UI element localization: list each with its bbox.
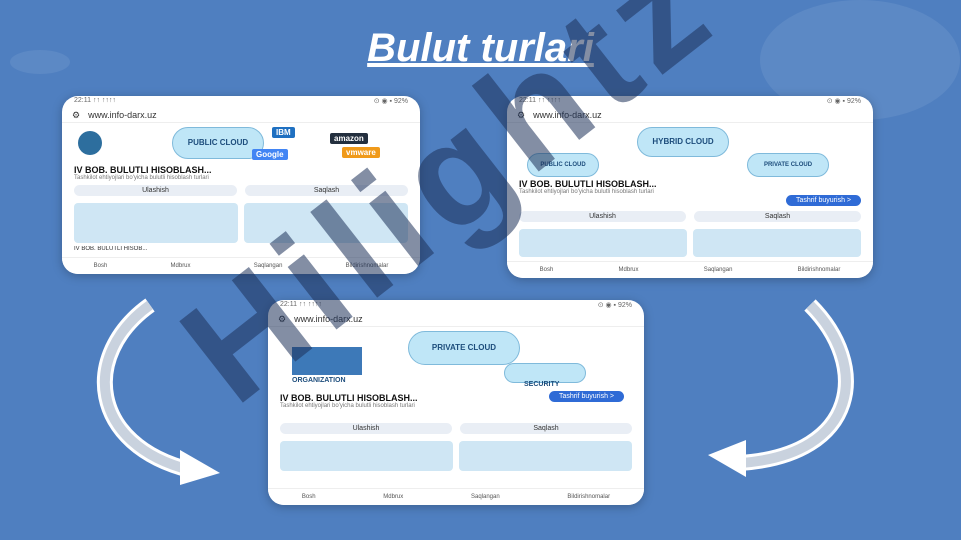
nav-home[interactable]: Bosh [93, 263, 108, 269]
post-description: Tashkilot ehtiyojlari bo'yicha bulutli h… [519, 189, 654, 195]
banner-image: HYBRID CLOUD PUBLIC CLOUD PRIVATE CLOUD [507, 123, 873, 177]
banner-image: PRIVATE CLOUD ORGANIZATION SECURITY [268, 327, 644, 391]
tune-icon: ⚙ [278, 313, 287, 324]
status-bar: 22:11 ↑↑ ↑↑↑↑ ⊙ ◉ ▪ 92% [507, 96, 873, 108]
nav-saved[interactable]: Saqlangan [471, 494, 500, 500]
cloud-label: HYBRID CLOUD [652, 136, 714, 146]
logo-google: Google [252, 149, 288, 160]
private-cloud-graphic: PRIVATE CLOUD [408, 331, 520, 365]
nav-home[interactable]: Bosh [539, 267, 554, 273]
bg-blob [10, 50, 70, 74]
left-curved-arrow-icon [96, 298, 220, 485]
thumbnail-row [62, 200, 420, 246]
nav-notifications[interactable]: Bildirishnomalar [567, 494, 611, 500]
security-cloud-graphic [504, 363, 586, 383]
logo-ibm: IBM [272, 127, 295, 138]
bottom-nav: Bosh Mdbrux Saqlangan Bildirishnomalar [268, 488, 644, 505]
url-bar: ⚙ www.info-darx.uz [507, 108, 873, 123]
org-label: ORGANIZATION [292, 377, 346, 384]
url-text: www.info-darx.uz [88, 110, 157, 120]
thumbnail[interactable] [74, 203, 238, 243]
nav-explore[interactable]: Mdbrux [170, 263, 191, 269]
status-bar: 22:11 ↑↑ ↑↑↑↑ ⊙ ◉ ▪ 92% [268, 300, 644, 312]
url-text: www.info-darx.uz [294, 314, 363, 324]
thumbnail-row [507, 226, 873, 260]
screenshot-public-cloud: 22:11 ↑↑ ↑↑↑↑ ⊙ ◉ ▪ 92% ⚙ www.info-darx.… [62, 96, 420, 274]
globe-icon [78, 131, 102, 155]
cloud-label: PRIVATE CLOUD [763, 161, 813, 168]
share-button[interactable]: Ulashish [280, 423, 452, 434]
thumbnail[interactable] [519, 229, 687, 257]
cloud-label: PUBLIC CLOUD [540, 161, 586, 168]
screenshot-private-cloud: 22:11 ↑↑ ↑↑↑↑ ⊙ ◉ ▪ 92% ⚙ www.info-darx.… [268, 300, 644, 505]
nav-notifications[interactable]: Bildirishnomalar [797, 267, 841, 273]
bottom-nav: Bosh Mdbrux Saqlangan Bildirishnomalar [507, 261, 873, 278]
status-right: ⊙ ◉ ▪ 92% [373, 98, 408, 105]
post-heading: IV BOB. BULUTLI HISOBLASH... [74, 165, 212, 175]
share-button[interactable]: Ulashish [74, 185, 237, 196]
visit-button[interactable]: Tashrif buyurish > [785, 195, 861, 206]
thumbnail[interactable] [459, 441, 632, 471]
public-cloud-graphic: PUBLIC CLOUD [527, 153, 599, 177]
thumbnail-row [268, 438, 644, 474]
nav-explore[interactable]: Mdbrux [618, 267, 639, 273]
status-left: 22:11 ↑↑ ↑↑↑↑ [519, 97, 561, 104]
thumbnail[interactable] [693, 229, 861, 257]
thumbnail[interactable] [280, 441, 453, 471]
status-bar: 22:11 ↑↑ ↑↑↑↑ ⊙ ◉ ▪ 92% [62, 96, 420, 108]
url-text: www.info-darx.uz [533, 110, 602, 120]
save-button[interactable]: Saqlash [245, 185, 408, 196]
status-right: ⊙ ◉ ▪ 92% [597, 302, 632, 309]
public-cloud-graphic: PUBLIC CLOUD [172, 127, 264, 159]
tune-icon: ⚙ [72, 109, 81, 120]
save-button[interactable]: Saqlash [694, 211, 861, 222]
security-label: SECURITY [524, 381, 560, 388]
building-icon [292, 347, 362, 375]
action-row: Ulashish Saqlash [507, 207, 873, 226]
slide-title: Bulut turlari [367, 26, 594, 70]
right-curved-arrow-icon [708, 299, 854, 477]
post-description: Tashkilot ehtiyojlari bo'yicha bulutli h… [74, 175, 209, 181]
thumbnail-caption: IV BOB. BULUTLI HISOB... [74, 246, 148, 252]
url-bar: ⚙ www.info-darx.uz [62, 108, 420, 123]
post-heading: IV BOB. BULUTLI HISOBLASH... [519, 179, 657, 189]
status-left: 22:11 ↑↑ ↑↑↑↑ [280, 301, 322, 308]
nav-saved[interactable]: Saqlangan [253, 263, 283, 269]
save-button[interactable]: Saqlash [460, 423, 632, 434]
nav-saved[interactable]: Saqlangan [703, 267, 733, 273]
share-button[interactable]: Ulashish [519, 211, 686, 222]
cloud-label: PUBLIC CLOUD [187, 137, 249, 147]
visit-button[interactable]: Tashrif buyurish > [548, 391, 624, 402]
nav-home[interactable]: Bosh [301, 494, 316, 500]
thumbnail[interactable] [244, 203, 408, 243]
bottom-nav: Bosh Mdbrux Saqlangan Bildirishnomalar [62, 257, 420, 274]
action-row: Ulashish Saqlash [62, 181, 420, 200]
logo-amazon: amazon [330, 133, 368, 144]
visit-row: Tashrif buyurish > [507, 195, 873, 207]
post-description: Tashkilot ehtiyojlari bo'yicha bulutli h… [280, 403, 415, 409]
nav-notifications[interactable]: Bildirishnomalar [345, 263, 389, 269]
action-row: Ulashish Saqlash [268, 419, 644, 438]
banner-image: PUBLIC CLOUD IBM amazon vmware Google [62, 123, 420, 163]
screenshot-hybrid-cloud: 22:11 ↑↑ ↑↑↑↑ ⊙ ◉ ▪ 92% ⚙ www.info-darx.… [507, 96, 873, 278]
visit-row: Tashrif buyurish > [268, 391, 644, 419]
url-bar: ⚙ www.info-darx.uz [268, 312, 644, 327]
tune-icon: ⚙ [517, 109, 526, 120]
logo-vmware: vmware [342, 147, 380, 158]
status-right: ⊙ ◉ ▪ 92% [826, 98, 861, 105]
hybrid-cloud-graphic: HYBRID CLOUD [637, 127, 729, 157]
private-cloud-graphic: PRIVATE CLOUD [747, 153, 829, 177]
post-heading: IV BOB. BULUTLI HISOBLASH... [280, 393, 418, 403]
cloud-label: PRIVATE CLOUD [431, 342, 497, 352]
status-left: 22:11 ↑↑ ↑↑↑↑ [74, 97, 116, 104]
nav-explore[interactable]: Mdbrux [383, 494, 404, 500]
